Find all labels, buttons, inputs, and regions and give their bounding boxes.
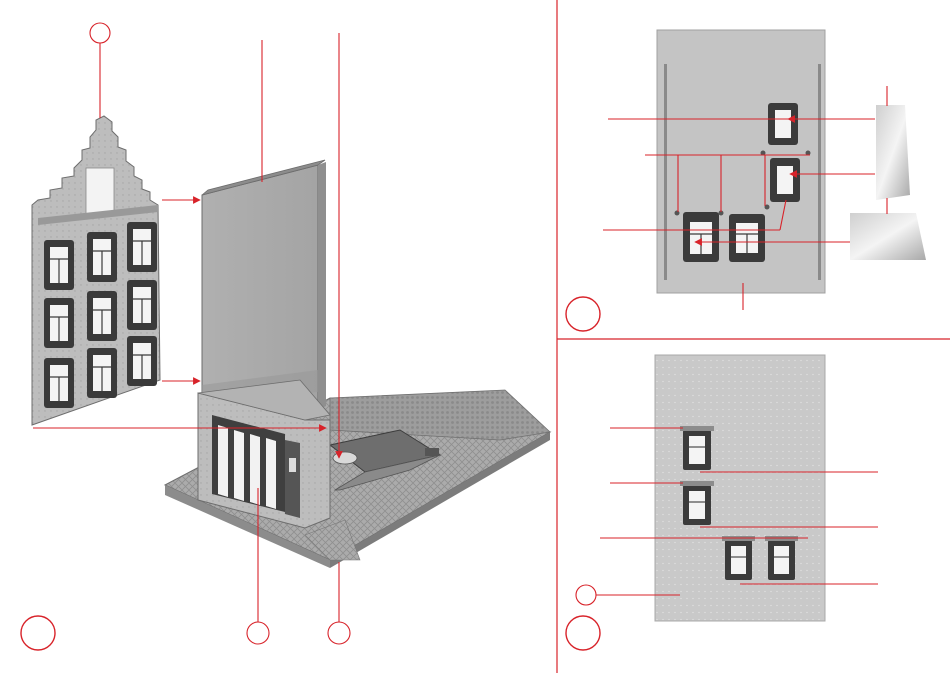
stepped-gable-wall-part: [32, 116, 160, 425]
side-wall-part: [202, 160, 326, 420]
bottom-right-panel: [566, 355, 878, 650]
main-panel: [21, 23, 550, 650]
glazing-part: [850, 105, 926, 260]
top-right-panel: [566, 30, 926, 331]
